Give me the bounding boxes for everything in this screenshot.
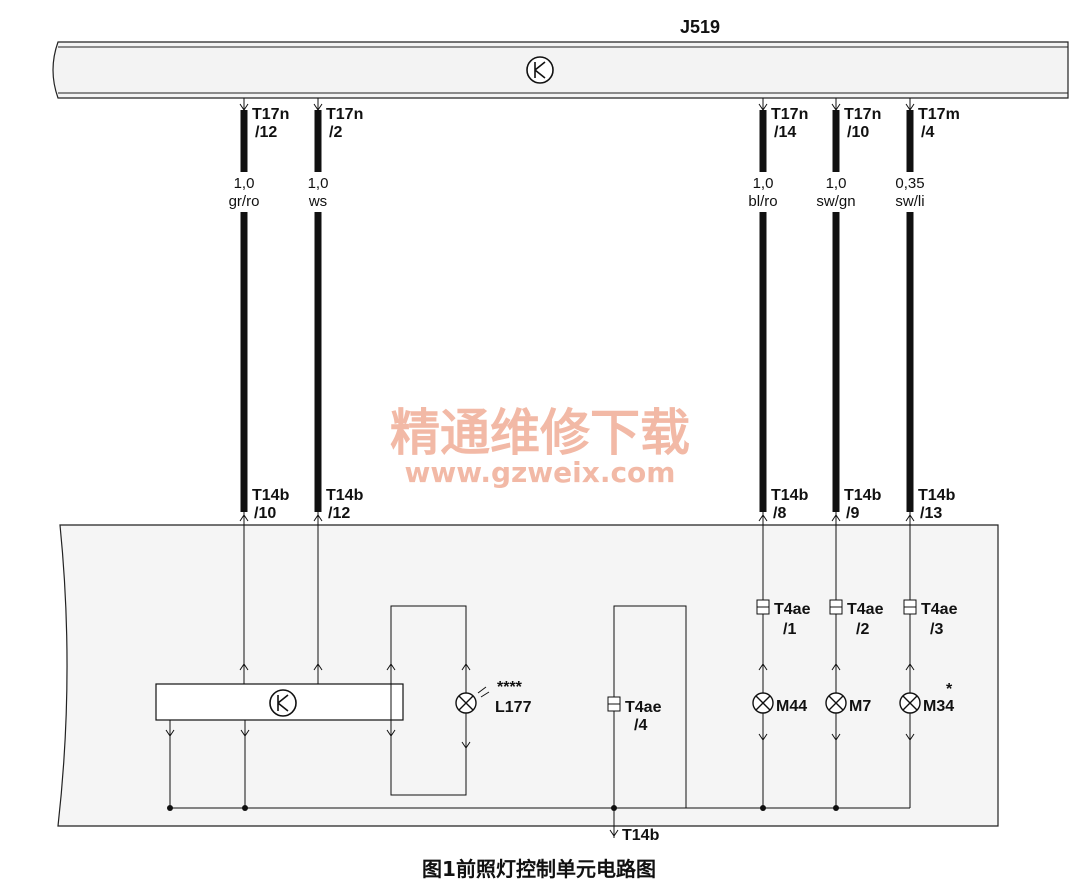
internal-lines-right bbox=[758, 525, 915, 808]
t4ae-2-conn: T4ae bbox=[847, 601, 884, 618]
wire-3-bot-pin: /8 bbox=[773, 505, 786, 522]
lamp-l177-mark: **** bbox=[497, 679, 523, 696]
lamp-m44-label: M44 bbox=[776, 698, 807, 715]
lamp-m34-label: M34 bbox=[923, 698, 954, 715]
lamp-l177-icon bbox=[455, 686, 490, 714]
wire-3-label-bg bbox=[741, 172, 785, 212]
wire-4-gauge: 1,0 bbox=[826, 175, 847, 192]
wire-2-label-bg bbox=[300, 172, 336, 212]
t4ae-1-conn: T4ae bbox=[774, 601, 811, 618]
wire-3-gauge: 1,0 bbox=[753, 175, 774, 192]
wire-5-top-conn: T17m bbox=[918, 106, 960, 123]
bottom-crop-mask bbox=[600, 840, 680, 852]
module-top-label: J519 bbox=[680, 17, 720, 37]
wire-5 bbox=[905, 98, 915, 525]
wire-4-bot-conn: T14b bbox=[844, 487, 882, 504]
t4ae-1-pin: /1 bbox=[783, 621, 796, 638]
wire-1-color: gr/ro bbox=[229, 193, 260, 210]
control-unit-box bbox=[155, 683, 404, 721]
wire-1-top-pin: /12 bbox=[255, 124, 277, 141]
wire-2-top-pin: /2 bbox=[329, 124, 342, 141]
wire-3-bot-conn: T14b bbox=[771, 487, 809, 504]
wire-3 bbox=[758, 98, 768, 525]
watermark-url: www.gzweix.com bbox=[405, 456, 676, 489]
t4ae-2-pin: /2 bbox=[856, 621, 869, 638]
lamp-m44-icon bbox=[752, 692, 774, 714]
connector-t4ae-1-icon bbox=[756, 599, 770, 615]
wire-1-top-conn: T17n bbox=[252, 106, 289, 123]
ground-bus bbox=[167, 805, 910, 838]
wire-1-bot-pin: /10 bbox=[254, 505, 276, 522]
control-unit-icon-top bbox=[526, 56, 554, 84]
connector-t4ae-3-icon bbox=[903, 599, 917, 615]
t4ae-4-pin: /4 bbox=[634, 717, 647, 734]
wire-3-top-conn: T17n bbox=[771, 106, 808, 123]
figure-caption: 图1前照灯控制单元电路图 bbox=[422, 857, 656, 881]
lamp-m34-mark: * bbox=[946, 681, 953, 698]
wire-3-top-pin: /14 bbox=[774, 124, 796, 141]
internal-lines-left bbox=[239, 525, 323, 684]
wire-4-top-pin: /10 bbox=[847, 124, 869, 141]
wire-5-gauge: 0,35 bbox=[895, 175, 924, 192]
wire-4-top-conn: T17n bbox=[844, 106, 881, 123]
t4ae-4-conn: T4ae bbox=[625, 699, 662, 716]
wire-4-bot-pin: /9 bbox=[846, 505, 859, 522]
wire-5-top-pin: /4 bbox=[921, 124, 934, 141]
wire-1-gauge: 1,0 bbox=[234, 175, 255, 192]
wire-2-gauge: 1,0 bbox=[308, 175, 329, 192]
watermark-cn: 精通维修下载 bbox=[390, 404, 690, 462]
t4ae-3-conn: T4ae bbox=[921, 601, 958, 618]
module-j519-bar bbox=[52, 41, 1069, 99]
wire-5-bot-conn: T14b bbox=[918, 487, 956, 504]
t4ae-3-pin: /3 bbox=[930, 621, 943, 638]
wire-4-color: sw/gn bbox=[816, 193, 855, 210]
bottom-conn-label: T14b bbox=[622, 827, 660, 844]
wire-2-color: ws bbox=[308, 193, 327, 210]
wire-2-bot-conn: T14b bbox=[326, 487, 364, 504]
lamp-l177-label: L177 bbox=[495, 699, 532, 716]
wire-5-color: sw/li bbox=[895, 193, 924, 210]
wire-5-label-bg bbox=[886, 172, 934, 212]
wire-1 bbox=[239, 98, 249, 525]
connector-t4ae-2-icon bbox=[829, 599, 843, 615]
lamp-m7-label: M7 bbox=[849, 698, 871, 715]
wire-2-bot-pin: /12 bbox=[328, 505, 350, 522]
control-unit-outputs bbox=[165, 720, 250, 808]
lamp-m7-icon bbox=[825, 692, 847, 714]
connector-t4ae-4-icon bbox=[607, 696, 621, 712]
wire-3-color: bl/ro bbox=[748, 193, 777, 210]
wire-2 bbox=[313, 98, 323, 525]
wire-4-label-bg bbox=[810, 172, 862, 212]
wire-1-bot-conn: T14b bbox=[252, 487, 290, 504]
housing-panel bbox=[57, 524, 999, 827]
wire-1-label-bg bbox=[222, 172, 268, 212]
wire-2-top-conn: T17n bbox=[326, 106, 363, 123]
wire-4 bbox=[831, 98, 841, 525]
lamp-m34-icon bbox=[899, 692, 921, 714]
wire-5-bot-pin: /13 bbox=[920, 505, 942, 522]
